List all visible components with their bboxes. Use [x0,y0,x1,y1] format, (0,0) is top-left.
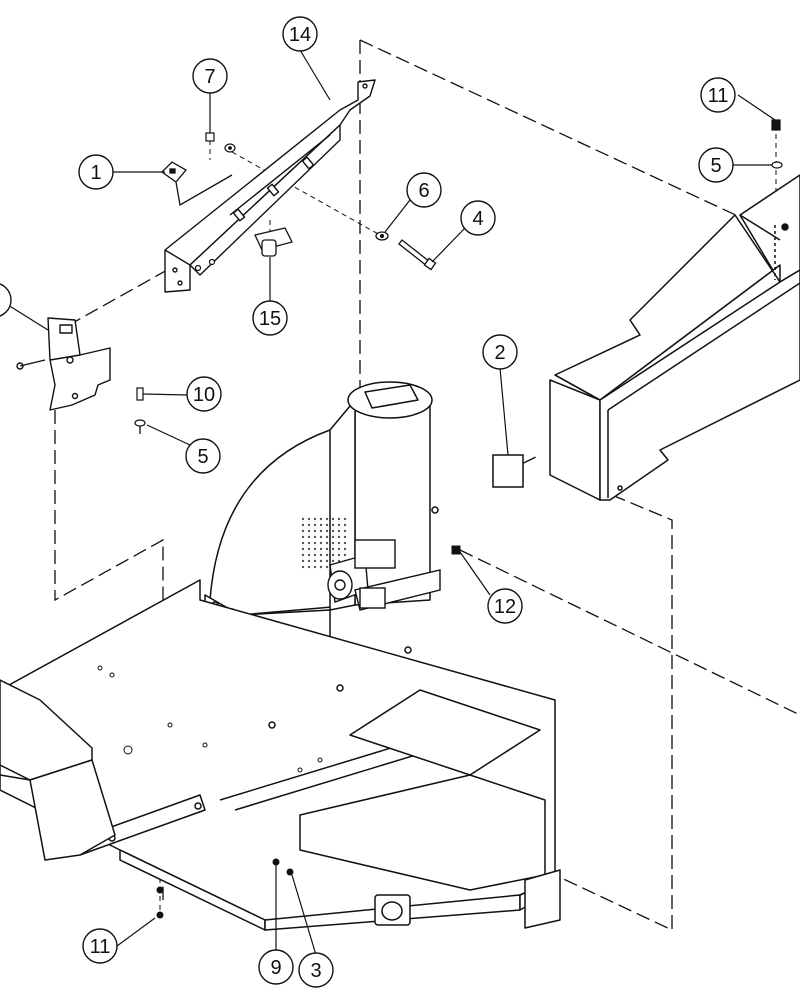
callout-number: 12 [494,596,516,618]
callout-circle [258,949,294,985]
callout-circle [282,16,318,52]
chassis-frame [0,579,561,931]
spacer-part [254,227,293,257]
callout-c15: 15 [252,300,288,336]
callout-circle [82,928,118,964]
callout-number: 3 [310,960,321,982]
callout-circle [698,147,734,183]
callout-number: 15 [259,308,281,330]
nut-12 [451,545,461,555]
callout-number: 11 [708,85,729,107]
callout-c12: 12 [487,588,523,624]
callout-c10: 10 [186,376,222,412]
callout-circle [78,154,114,190]
callout-number: 11 [90,936,111,958]
callout-number: 6 [418,180,429,202]
callout-circle [406,172,442,208]
frame-holes [97,665,323,919]
callout-c11a: 11 [82,928,118,964]
discharge-chute [549,174,800,501]
callout-circle [185,438,221,474]
callout-number: 10 [193,384,215,406]
callout-c3: 3 [298,952,334,988]
callout-c2: 2 [482,334,518,370]
engine-cover-left [0,679,116,861]
callout-c9: 9 [258,949,294,985]
callout-circle [460,200,496,236]
callout-c1: 1 [78,154,114,190]
callout-number: 7 [204,66,215,88]
left-bracket [16,317,111,411]
clip-part [160,161,233,207]
bolt-washer [375,231,437,271]
callout-number: 14 [289,24,311,46]
screw-washer-11 [771,119,783,169]
callout-circle [482,334,518,370]
callout-number: 4 [472,208,483,230]
callout-number: 5 [710,155,721,177]
callout-number: 5 [197,446,208,468]
callout-c6: 6 [406,172,442,208]
callout-circle [252,300,288,336]
callout-c7: 7 [192,58,228,94]
callout-circle [487,588,523,624]
callout-circle [700,77,736,113]
callout-circle [192,58,228,94]
cover-plate-2 [492,454,524,488]
callout-circle [298,952,334,988]
mounting-bracket [164,79,376,293]
callout-number: 2 [494,342,505,364]
callout-number: 9 [270,957,281,979]
callout-partial-left [0,283,12,317]
gearbox-shaft [327,539,441,611]
callout-c14: 14 [282,16,318,52]
callout-number: 1 [90,162,101,184]
callout-c5b: 5 [698,147,734,183]
callout-c11b: 11 [700,77,736,113]
callout-circle [186,376,222,412]
callout-c5a: 5 [185,438,221,474]
callout-c4: 4 [460,200,496,236]
callout-leaders [0,49,776,956]
nut-washer-7 [194,132,236,272]
